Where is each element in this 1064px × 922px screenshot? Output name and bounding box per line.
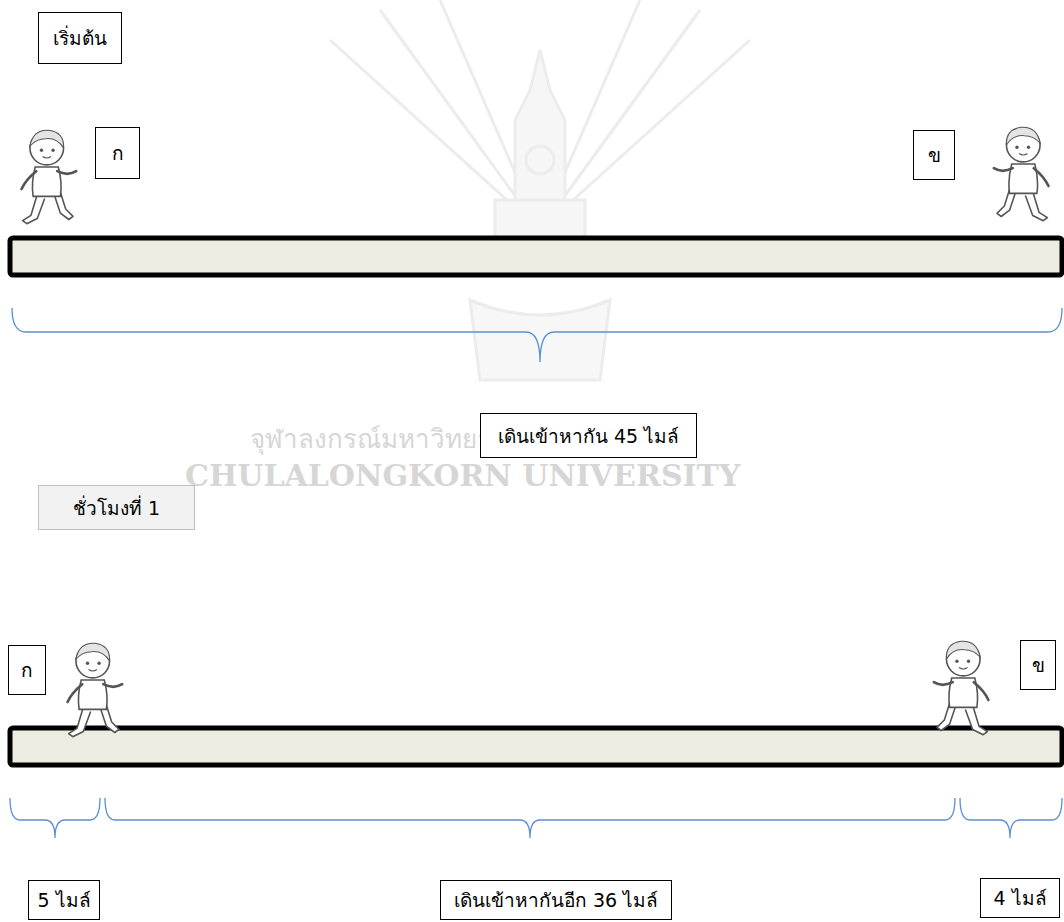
- box-text: ชั่วโมงที่ 1: [73, 493, 160, 523]
- box-text: ข: [928, 140, 941, 170]
- box-text: เดินเข้าหากันอีก 36 ไมล์: [454, 885, 658, 915]
- box-text: ข: [1032, 650, 1045, 680]
- box-text: ก: [21, 655, 33, 685]
- box-text: ก: [112, 138, 124, 168]
- child-figure: [22, 127, 1049, 737]
- box-text: 5 ไมล์: [37, 885, 90, 915]
- box-text: 4 ไมล์: [993, 883, 1046, 913]
- university-emblem-watermark: [330, 0, 750, 380]
- text-box: เริ่มต้น: [38, 12, 122, 64]
- walk-bar: [10, 238, 1062, 765]
- distance-brace: [10, 308, 1062, 838]
- box-text: เริ่มต้น: [53, 23, 107, 53]
- box-text: เดินเข้าหากัน 45 ไมล์: [498, 421, 679, 451]
- text-box: ข: [1020, 640, 1056, 690]
- text-box: 4 ไมล์: [980, 878, 1060, 918]
- text-box: เดินเข้าหากันอีก 36 ไมล์: [440, 880, 672, 920]
- text-box: ข: [913, 130, 955, 180]
- watermark-text: CHULALONGKORN UNIVERSITY: [185, 458, 740, 493]
- text-box: เดินเข้าหากัน 45 ไมล์: [480, 413, 697, 458]
- text-box: ชั่วโมงที่ 1: [38, 485, 195, 530]
- text-box: 5 ไมล์: [28, 880, 100, 920]
- text-box: ก: [95, 127, 140, 179]
- text-box: ก: [8, 645, 46, 695]
